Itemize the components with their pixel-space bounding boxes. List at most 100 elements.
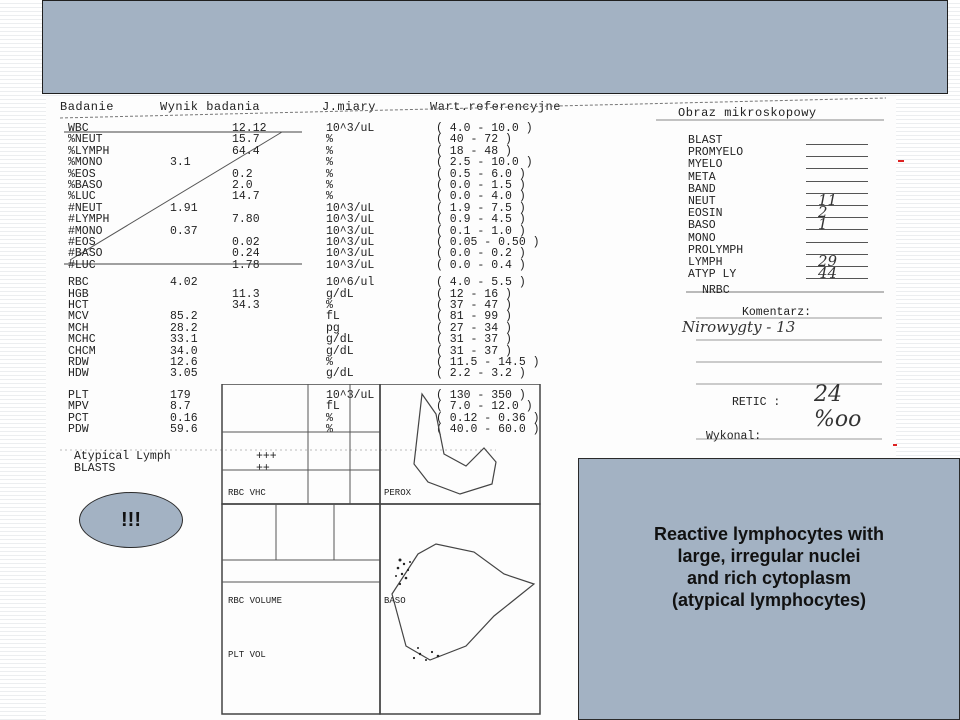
row-test-name: #LYMPH [68,213,110,227]
row-unit: 10^6/ul [326,276,375,290]
scatter-label-plt-vol: PLT VOL [228,650,266,660]
row-test-name: %MONO [68,156,103,170]
row-result: 3.05 [170,367,198,381]
smear-row-label: EOSIN [688,207,723,221]
row-unit: pg [326,321,340,335]
flag-value-2: ++ [256,462,270,475]
row-test-name: %EOS [68,167,96,181]
row-test-name: PLT [68,388,89,402]
smear-row-label: ATYP LY [688,268,737,282]
smear-row-blank-line [806,241,868,243]
row-result: 28.2 [170,321,198,335]
row-test-name: PCT [68,411,89,425]
retic-label: RETIC : [732,396,781,409]
row-result: 11.3 [232,287,260,301]
smear-title: Obraz mikroskopowy [678,106,817,120]
row-test-name: #BASO [68,247,103,261]
row-result: 0.24 [232,247,260,261]
row-test-name: HDW [68,367,89,381]
callout-line-3: and rich cytoplasm [686,568,852,588]
row-result: 7.80 [232,213,260,227]
row-test-name: CHCM [68,344,96,358]
row-result: 14.7 [232,190,260,204]
callout-line-4: (atypical lymphocytes) [671,590,867,610]
smear-row-blank-line [806,229,868,231]
red-mark-2 [893,444,897,446]
smear-row-blank-line [806,205,868,206]
report-header-test: Badanie [60,100,114,114]
row-reference: ( 12 - 16 ) [436,287,512,301]
row-test-name: MPV [68,400,89,414]
smear-row-label: BAND [688,182,716,196]
row-unit: 10^3/uL [326,247,375,261]
row-result: 3.1 [170,156,191,170]
row-reference: ( 27 - 34 ) [436,321,512,335]
row-result: 15.7 [232,133,260,147]
row-reference: ( 4.0 - 10.0 ) [436,122,533,135]
row-unit: % [326,156,333,170]
row-result: 12.6 [170,356,198,369]
row-unit: % [326,179,333,192]
comment-label: Komentarz: [742,306,812,319]
row-unit: g/dL [326,344,354,358]
row-result: 2.0 [232,179,253,192]
smear-row-label: MYELO [688,158,723,172]
row-result: 4.02 [170,276,198,290]
row-reference: ( 2.2 - 3.2 ) [436,367,526,381]
row-reference: ( 4.0 - 5.5 ) [436,276,526,290]
smear-row-value: 2 [818,203,828,222]
row-unit: g/dL [326,367,354,381]
smear-row-label: BASO [688,219,716,233]
row-result: 12.12 [232,122,267,135]
smear-row-label: PROMYELO [688,146,744,160]
row-result: 59.6 [170,423,198,436]
row-reference: ( 0.0 - 0.4 ) [436,258,526,272]
flag-label-1: Atypical Lymph [74,450,171,463]
smear-row-label: META [688,170,716,184]
row-reference: ( 1.9 - 7.5 ) [436,201,526,215]
scatter-label-rbc-vhc: RBC VHC [228,488,266,498]
row-unit: % [326,423,333,436]
row-unit: 10^3/uL [326,224,375,238]
smear-row-blank-line [806,180,868,182]
retic-handwriting: 24 %oo [814,382,862,432]
row-test-name: #MONO [68,224,103,238]
flag-label-2: BLASTS [74,462,116,475]
row-reference: ( 18 - 48 ) [436,144,512,158]
row-unit: % [326,356,333,369]
row-reference: ( 0.0 - 1.5 ) [436,179,526,192]
row-test-name: HCT [68,299,89,312]
row-test-name: %LYMPH [68,144,110,158]
smear-row-label: LYMPH [688,256,723,269]
row-reference: ( 0.0 - 0.2 ) [436,247,526,261]
emphasis-badge-text: !!! [121,508,141,531]
row-reference: ( 40.0 - 60.0 ) [436,423,540,436]
callout-box: Reactive lymphocytes with large, irregul… [578,458,960,720]
row-test-name: #NEUT [68,201,103,215]
smear-row-blank-line [806,192,868,194]
smear-row-blank-line [806,253,868,255]
row-test-name: %BASO [68,179,103,192]
row-unit: g/dL [326,287,354,301]
row-result: 64.4 [232,144,260,158]
row-reference: ( 40 - 72 ) [436,133,512,147]
done-label: Wykonal: [706,430,762,443]
row-reference: ( 0.1 - 1.0 ) [436,224,526,238]
row-test-name: PDW [68,423,89,436]
scatter-label-rbc-volume: RBC VOLUME [228,596,283,606]
report-header-result: Wynik badania [160,100,261,114]
row-test-name: #LUC [68,258,96,272]
callout-line-1: Reactive lymphocytes with [653,524,885,544]
row-result: 0.16 [170,411,198,425]
scattergram-panels [221,384,541,715]
row-reference: ( 11.5 - 14.5 ) [436,356,540,369]
row-test-name: WBC [68,122,89,135]
row-unit: % [326,411,333,425]
smear-row-value: 44 [818,264,838,283]
row-test-name: HGB [68,287,89,301]
row-unit: % [326,133,333,147]
row-reference: ( 0.0 - 4.0 ) [436,190,526,204]
row-reference: ( 2.5 - 10.0 ) [436,156,533,170]
row-reference: ( 7.0 - 12.0 ) [436,400,533,414]
row-unit: % [326,144,333,158]
